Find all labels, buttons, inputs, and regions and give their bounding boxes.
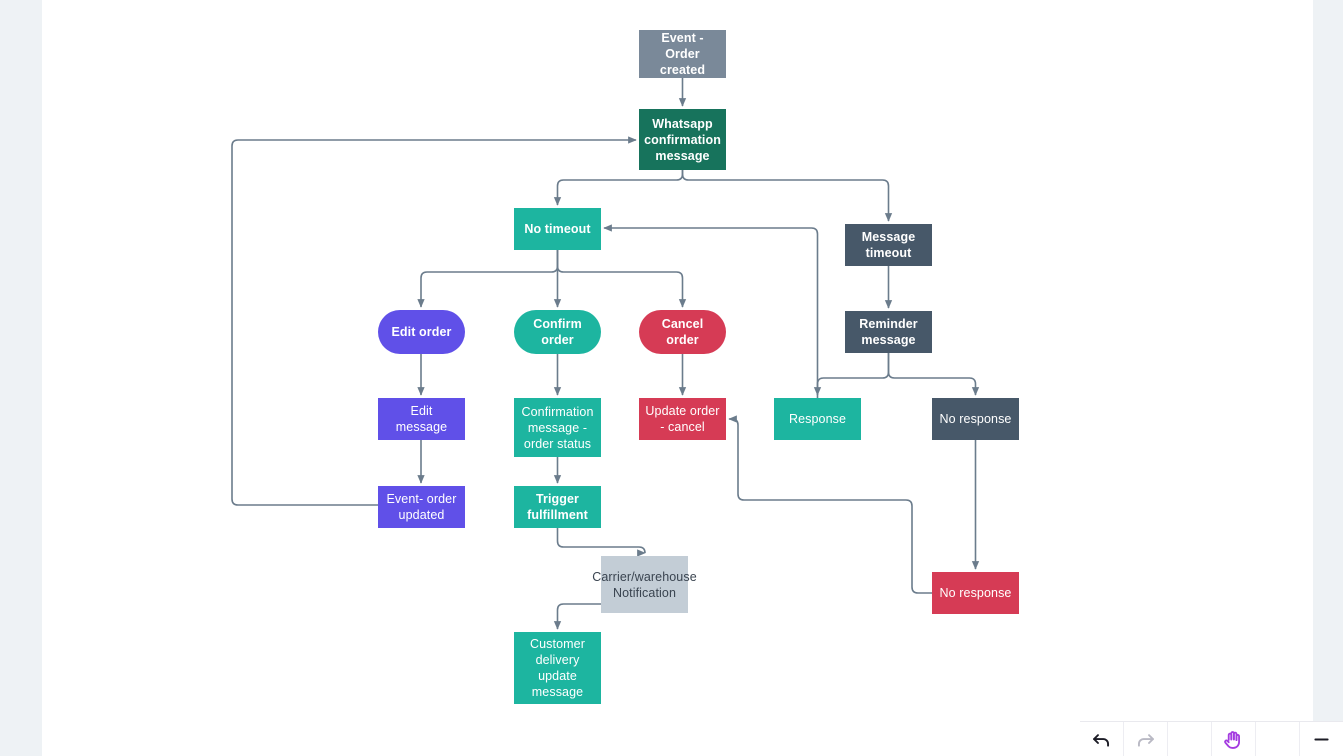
pan-tool-button[interactable] bbox=[1212, 722, 1256, 756]
minus-icon bbox=[1311, 729, 1332, 750]
hand-pan-icon bbox=[1222, 728, 1245, 751]
node-confirm-order[interactable]: Confirm order bbox=[514, 310, 601, 354]
edge-carrier-to-customer-delivery bbox=[553, 603, 601, 630]
canvas-toolbar[interactable] bbox=[1080, 721, 1343, 756]
node-whatsapp-confirmation-message[interactable]: Whatsapp confirmation message bbox=[639, 109, 726, 170]
undo-button[interactable] bbox=[1080, 722, 1124, 756]
redo-button[interactable] bbox=[1124, 722, 1168, 756]
edge-trigger-to-carrier bbox=[556, 528, 649, 554]
node-trigger-fulfillment[interactable]: Trigger fulfillment bbox=[514, 486, 601, 528]
undo-arrow-icon bbox=[1091, 729, 1112, 750]
node-customer-delivery-update-message[interactable]: Customer delivery update message bbox=[514, 632, 601, 704]
edge-no-timeout-to-cancel-order bbox=[556, 250, 687, 308]
node-reminder-message[interactable]: Reminder message bbox=[845, 311, 932, 353]
node-edit-order[interactable]: Edit order bbox=[378, 310, 465, 354]
edge-no-response-final-to-update-order bbox=[728, 415, 932, 594]
node-event-order-created[interactable]: Event - Order created bbox=[639, 30, 726, 78]
edge-whatsapp-to-message-timeout bbox=[681, 170, 893, 222]
node-edit-message[interactable]: Edit message bbox=[378, 398, 465, 440]
node-message-timeout[interactable]: Message timeout bbox=[845, 224, 932, 266]
edge-reminder-to-response bbox=[813, 353, 890, 396]
node-update-order-cancel[interactable]: Update order - cancel bbox=[639, 398, 726, 440]
node-carrier-warehouse-notification[interactable]: Carrier/warehouse Notification bbox=[592, 556, 697, 613]
redo-arrow-icon bbox=[1135, 729, 1156, 750]
toolbar-divider-cell bbox=[1168, 722, 1212, 756]
edge-no-timeout-to-edit-order bbox=[417, 250, 559, 308]
node-no-response-reminder[interactable]: No response bbox=[932, 398, 1019, 440]
node-no-response-final[interactable]: No response bbox=[932, 572, 1019, 614]
node-no-timeout[interactable]: No timeout bbox=[514, 208, 601, 250]
node-cancel-order[interactable]: Cancel order bbox=[639, 310, 726, 354]
edge-reminder-to-no-response bbox=[887, 353, 980, 396]
toolbar-divider-cell-2 bbox=[1256, 722, 1300, 756]
zoom-out-button[interactable] bbox=[1300, 722, 1343, 756]
node-confirmation-message-order-status[interactable]: Confirmation message - order status bbox=[514, 398, 601, 457]
node-event-order-updated[interactable]: Event- order updated bbox=[378, 486, 465, 528]
node-response[interactable]: Response bbox=[774, 398, 861, 440]
edge-whatsapp-to-no-timeout bbox=[553, 170, 684, 206]
